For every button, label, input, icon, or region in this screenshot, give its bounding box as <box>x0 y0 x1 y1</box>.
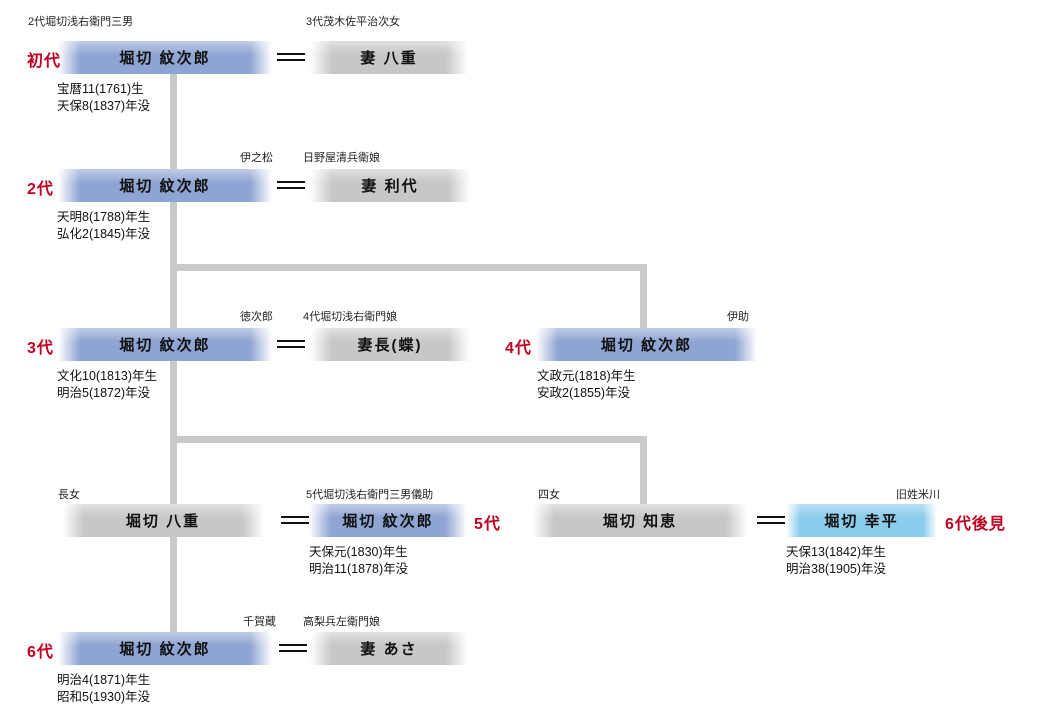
generation-label-gen6: 6代 <box>27 644 54 661</box>
person-box-kohei: 堀切 幸平 <box>786 504 937 537</box>
spouse-box-gen1: 妻 八重 <box>310 41 468 74</box>
note-label-chie: 四女 <box>538 489 560 501</box>
spouse-origin-label-gen3: 4代堀切浅右衛門娘 <box>303 311 398 323</box>
generation-label-gen2: 2代 <box>27 181 54 198</box>
alias-label-gen6: 千賀蔵 <box>243 616 276 628</box>
connector-gen3-down <box>170 361 177 443</box>
marriage-equals-gen6 <box>279 644 307 652</box>
death-date-gen3: 明治5(1872)年没 <box>57 386 151 400</box>
marriage-equals-gen3 <box>277 340 305 348</box>
alias-label-gen2: 伊之松 <box>240 152 273 164</box>
connector-drop-to-yae <box>170 436 177 505</box>
origin-label-gen5: 5代堀切浅右衛門三男儀助 <box>306 489 434 501</box>
spouse-box-gen3: 妻長(蝶) <box>310 328 470 361</box>
spouse-origin-label-gen6: 高梨兵左衛門娘 <box>303 616 380 628</box>
origin-label-kohei: 旧姓米川 <box>896 489 940 501</box>
person-box-gen6: 堀切 紋次郎 <box>58 632 272 665</box>
marriage-equals-gen2 <box>277 181 305 189</box>
death-date-gen5: 明治11(1878)年没 <box>309 562 409 576</box>
origin-label-gen1: 2代堀切浅右衛門三男 <box>28 16 134 28</box>
spouse-origin-label-gen2: 日野屋清兵衛娘 <box>303 152 380 164</box>
connector-bar-gen3-gen4 <box>170 264 647 271</box>
person-box-gen5: 堀切 紋次郎 <box>309 504 467 537</box>
dates-gen1: 宝暦11(1761)生 天保8(1837)年没 <box>57 81 150 115</box>
spouse-box-gen2: 妻 利代 <box>310 169 470 202</box>
person-box-gen3: 堀切 紋次郎 <box>58 328 272 361</box>
dates-gen4: 文政元(1818)年生 安政2(1855)年没 <box>537 368 636 402</box>
birth-date-gen2: 天明8(1788)年生 <box>57 210 151 224</box>
alias-label-gen3: 徳次郎 <box>240 311 273 323</box>
dates-gen2: 天明8(1788)年生 弘化2(1845)年没 <box>57 209 150 243</box>
connector-gen2-down <box>170 202 177 271</box>
person-box-gen4: 堀切 紋次郎 <box>536 328 757 361</box>
person-box-yae: 堀切 八重 <box>62 504 264 537</box>
note-label-yae: 長女 <box>58 489 80 501</box>
death-date-kohei: 明治38(1905)年没 <box>786 562 887 576</box>
generation-label-gen3: 3代 <box>27 340 54 357</box>
connector-drop-to-chie <box>640 436 647 505</box>
death-date-gen6: 昭和5(1930)年没 <box>57 690 151 704</box>
marriage-equals-gen5 <box>281 516 309 524</box>
spouse-box-gen6: 妻 あさ <box>310 632 468 665</box>
marriage-equals-gen1 <box>277 53 305 61</box>
connector-bar-yae-chie <box>170 436 647 443</box>
connector-gen1-to-gen2 <box>170 74 177 169</box>
death-date-gen1: 天保8(1837)年没 <box>57 99 151 113</box>
birth-date-gen6: 明治4(1871)年生 <box>57 673 151 687</box>
generation-label-gen1: 初代 <box>27 53 62 70</box>
birth-date-gen5: 天保元(1830)年生 <box>309 545 408 559</box>
person-box-chie: 堀切 知恵 <box>532 504 748 537</box>
connector-yae-to-gen6 <box>170 537 177 633</box>
birth-date-gen1: 宝暦11(1761)生 <box>57 82 144 96</box>
death-date-gen4: 安政2(1855)年没 <box>537 386 631 400</box>
birth-date-gen4: 文政元(1818)年生 <box>537 369 636 383</box>
person-box-gen2: 堀切 紋次郎 <box>58 169 272 202</box>
birth-date-kohei: 天保13(1842)年生 <box>786 545 887 559</box>
generation-label-gen4: 4代 <box>505 340 532 357</box>
dates-gen5: 天保元(1830)年生 明治11(1878)年没 <box>309 544 408 578</box>
connector-drop-to-gen3 <box>170 264 177 329</box>
connector-drop-to-gen4 <box>640 264 647 329</box>
spouse-origin-label-gen1: 3代茂木佐平治次女 <box>306 16 401 28</box>
birth-date-gen3: 文化10(1813)年生 <box>57 369 158 383</box>
generation-label-gen5: 5代 <box>474 516 501 533</box>
dates-gen3: 文化10(1813)年生 明治5(1872)年没 <box>57 368 157 402</box>
generation-label-kohei: 6代後見 <box>945 516 1006 533</box>
dates-kohei: 天保13(1842)年生 明治38(1905)年没 <box>786 544 886 578</box>
person-box-gen1: 堀切 紋次郎 <box>58 41 272 74</box>
alias-label-gen4: 伊助 <box>727 311 749 323</box>
marriage-equals-kohei <box>757 516 785 524</box>
dates-gen6: 明治4(1871)年生 昭和5(1930)年没 <box>57 672 150 706</box>
death-date-gen2: 弘化2(1845)年没 <box>57 227 151 241</box>
